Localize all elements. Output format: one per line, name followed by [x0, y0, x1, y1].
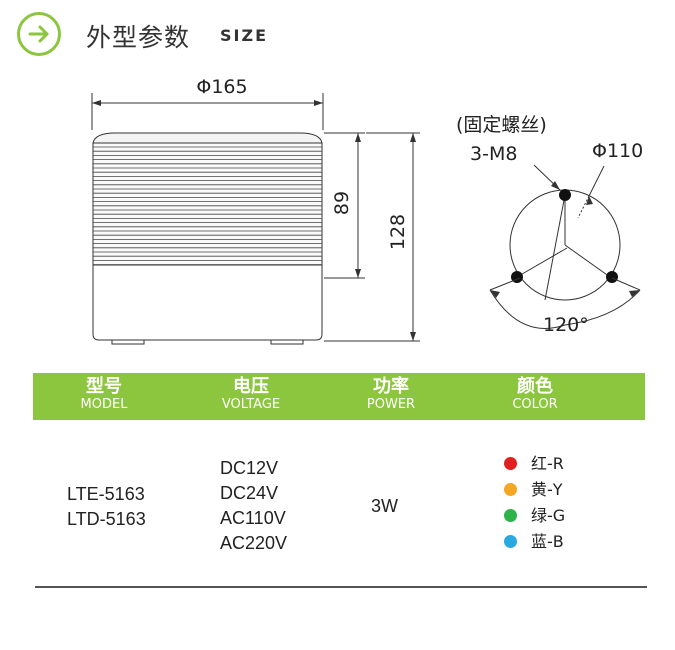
header-model-zh: 型号	[86, 376, 122, 397]
height-89-label: 89	[331, 191, 353, 215]
header-voltage-en: VOLTAGE	[221, 397, 281, 412]
voltage-item: DC24V	[220, 483, 279, 503]
red-dot-icon	[504, 456, 517, 470]
color-label: 红-R	[531, 453, 564, 473]
table-header-band: 型号 MODEL 电压 VOLTAGE 功率 POWER 颜色 COLOR	[33, 373, 645, 420]
section-title: 外型参数	[86, 23, 191, 52]
screw-note: (固定螺丝)	[456, 114, 547, 136]
green-dot-icon	[504, 508, 517, 522]
voltage-item: AC110V	[220, 508, 286, 528]
blue-dot-icon	[504, 534, 517, 548]
height-128-label: 128	[387, 214, 409, 250]
color-item: 蓝-B	[504, 528, 565, 554]
voltage-list: DC12V DC24V AC110V AC220V	[220, 456, 287, 556]
diameter-label: Φ165	[196, 76, 247, 98]
header-color-zh: 颜色	[517, 376, 553, 397]
section-subtitle: SIZE	[220, 26, 269, 45]
yellow-dot-icon	[504, 482, 517, 496]
angle-label: 120°	[543, 314, 589, 336]
header-color: 颜色 COLOR	[502, 377, 568, 413]
color-label: 蓝-B	[531, 531, 564, 551]
header-model: 型号 MODEL	[71, 377, 137, 413]
header-power-zh: 功率	[373, 376, 409, 397]
color-item: 黄-Y	[504, 476, 565, 502]
header-model-en: MODEL	[80, 397, 128, 412]
voltage-item: AC220V	[220, 533, 288, 553]
hole-diameter-label: Φ110	[592, 140, 643, 162]
arrow-right-circle-icon	[17, 12, 61, 56]
bottom-divider	[35, 586, 647, 588]
model-list: LTE-5163 LTD-5163	[67, 482, 146, 532]
dimension-drawing: Φ165 89 128 (固定螺丝) 3-M8 Φ110 120°	[91, 76, 643, 345]
voltage-item: DC12V	[220, 458, 279, 478]
color-list: 红-R 黄-Y 绿-G 蓝-B	[504, 450, 565, 554]
color-item: 绿-G	[504, 502, 565, 528]
power-value: 3W	[371, 496, 398, 516]
color-label: 绿-G	[531, 505, 566, 525]
header-power-en: POWER	[366, 397, 416, 412]
header-color-en: COLOR	[512, 397, 558, 412]
model-item: LTE-5163	[67, 484, 145, 504]
model-item: LTD-5163	[67, 509, 146, 529]
screw-label: 3-M8	[470, 143, 517, 165]
color-item: 红-R	[504, 450, 565, 476]
header-voltage: 电压 VOLTAGE	[211, 377, 291, 413]
header-voltage-zh: 电压	[233, 376, 269, 397]
header-power: 功率 POWER	[358, 377, 424, 413]
color-label: 黄-Y	[531, 479, 563, 499]
